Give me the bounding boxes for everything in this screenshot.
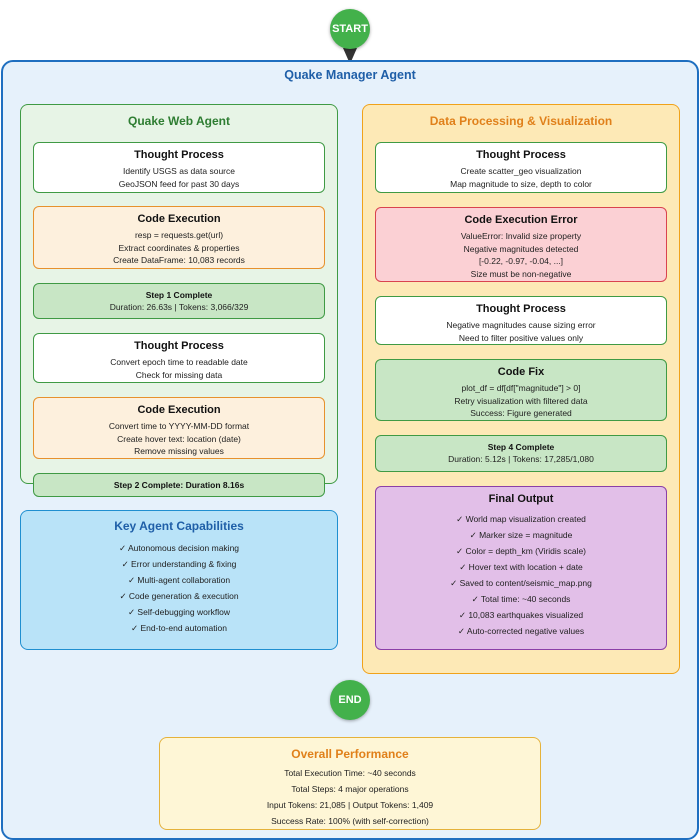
capabilities-title: Key Agent Capabilities xyxy=(114,519,244,533)
final-output-item: ✓ Saved to content/seismic_map.png xyxy=(450,578,592,588)
box-line: Success: Figure generated xyxy=(470,408,572,418)
capabilities-panel: Key Agent Capabilities ✓ Autonomous deci… xyxy=(20,510,338,650)
web-step-2: Step 2 Complete: Duration 8.16s xyxy=(33,473,325,497)
box-line: Identify USGS as data source xyxy=(123,166,235,176)
box-title: Thought Process xyxy=(134,340,224,352)
web-code-1: Code Execution resp = requests.get(url) … xyxy=(33,206,325,269)
capability-item: ✓ Error understanding & fixing xyxy=(121,559,237,569)
box-line: ValueError: Invalid size property xyxy=(460,231,582,241)
box-line: GeoJSON feed for past 30 days xyxy=(118,178,240,189)
proc-step-4: Step 4 Complete Duration: 5.12s | Tokens… xyxy=(375,435,667,472)
box-line: Negative magnitudes detected xyxy=(463,243,579,254)
box-line: Size must be non-negative xyxy=(470,268,572,279)
box-line: plot_df = df[df["magnitude"] > 0] xyxy=(461,383,581,393)
box-line: Extract coordinates & properties xyxy=(118,242,240,253)
web-code-2: Code Execution Convert time to YYYY-MM-D… xyxy=(33,397,325,459)
proc-code-fix: Code Fix plot_df = df[df["magnitude"] > … xyxy=(375,359,667,421)
proc-thought-1: Thought Process Create scatter_geo visua… xyxy=(375,142,667,193)
final-output-item: ✓ Color = depth_km (Viridis scale) xyxy=(455,546,587,556)
capability-item: ✓ Code generation & execution xyxy=(119,591,239,601)
capability-item: ✓ End-to-end automation xyxy=(131,623,227,633)
box-line: Duration: 26.63s | Tokens: 3,066/329 xyxy=(109,302,249,312)
box-line: Duration: 5.12s | Tokens: 17,285/1,080 xyxy=(448,454,594,464)
box-line: Negative magnitudes cause sizing error xyxy=(446,320,596,330)
box-line: Map magnitude to size, depth to color xyxy=(450,178,592,189)
box-title: Thought Process xyxy=(476,303,566,315)
box-line: Need to filter positive values only xyxy=(458,332,584,343)
final-output-item: ✓ World map visualization created xyxy=(456,514,586,524)
web-thought-2: Thought Process Convert epoch time to re… xyxy=(33,333,325,383)
box-line: Convert epoch time to readable date xyxy=(110,357,248,367)
end-node: END xyxy=(330,680,370,720)
box-line: Create scatter_geo visualization xyxy=(460,166,582,176)
box-title: Step 1 Complete xyxy=(145,290,213,300)
box-line: Retry visualization with filtered data xyxy=(454,395,588,406)
box-line: resp = requests.get(url) xyxy=(134,230,224,240)
box-line: Convert time to YYYY-MM-DD format xyxy=(108,421,250,431)
performance-item: Total Execution Time: ~40 seconds xyxy=(284,768,416,778)
performance-item: Input Tokens: 21,085 | Output Tokens: 1,… xyxy=(266,800,434,810)
box-title: Final Output xyxy=(488,493,554,505)
box-title: Thought Process xyxy=(134,149,224,161)
web-step-1: Step 1 Complete Duration: 26.63s | Token… xyxy=(33,283,325,319)
final-output-item: ✓ Auto-corrected negative values xyxy=(457,626,585,636)
box-line: [-0.22, -0.97, -0.04, ...] xyxy=(478,256,564,266)
box-line: Create hover text: location (date) xyxy=(117,433,241,444)
box-line: Check for missing data xyxy=(135,369,223,380)
final-output-item: ✓ Total time: ~40 seconds xyxy=(471,594,571,604)
proc-error: Code Execution Error ValueError: Invalid… xyxy=(375,207,667,282)
capability-item: ✓ Self-debugging workflow xyxy=(127,607,231,617)
capability-item: ✓ Autonomous decision making xyxy=(118,543,240,553)
final-output-item: ✓ Marker size = magnitude xyxy=(469,530,573,540)
performance-title: Overall Performance xyxy=(291,747,409,761)
box-title: Code Execution Error xyxy=(464,214,578,226)
web-thought-1: Thought Process Identify USGS as data so… xyxy=(33,142,325,193)
box-title: Code Fix xyxy=(497,366,545,378)
data-processing-title: Data Processing & Visualization xyxy=(429,114,613,128)
start-node: START xyxy=(330,9,370,49)
outer-title: Quake Manager Agent xyxy=(284,68,416,82)
box-title: Code Execution xyxy=(137,213,221,225)
performance-item: Total Steps: 4 major operations xyxy=(291,784,409,794)
box-title: Code Execution xyxy=(137,404,221,416)
proc-thought-2: Thought Process Negative magnitudes caus… xyxy=(375,296,667,345)
proc-final-output: Final Output ✓ World map visualization c… xyxy=(375,486,667,650)
box-line: Remove missing values xyxy=(134,446,224,456)
performance-panel: Overall Performance Total Execution Time… xyxy=(159,737,541,830)
web-agent-title: Quake Web Agent xyxy=(127,114,231,128)
performance-item: Success Rate: 100% (with self-correction… xyxy=(271,816,429,826)
final-output-item: ✓ Hover text with location + date xyxy=(459,562,583,572)
box-title: Step 2 Complete: Duration 8.16s xyxy=(113,480,245,490)
box-title: Thought Process xyxy=(476,149,566,161)
capability-item: ✓ Multi-agent collaboration xyxy=(127,575,231,585)
box-title: Step 4 Complete xyxy=(487,442,555,452)
final-output-item: ✓ 10,083 earthquakes visualized xyxy=(458,610,584,620)
box-line: Create DataFrame: 10,083 records xyxy=(113,255,245,265)
